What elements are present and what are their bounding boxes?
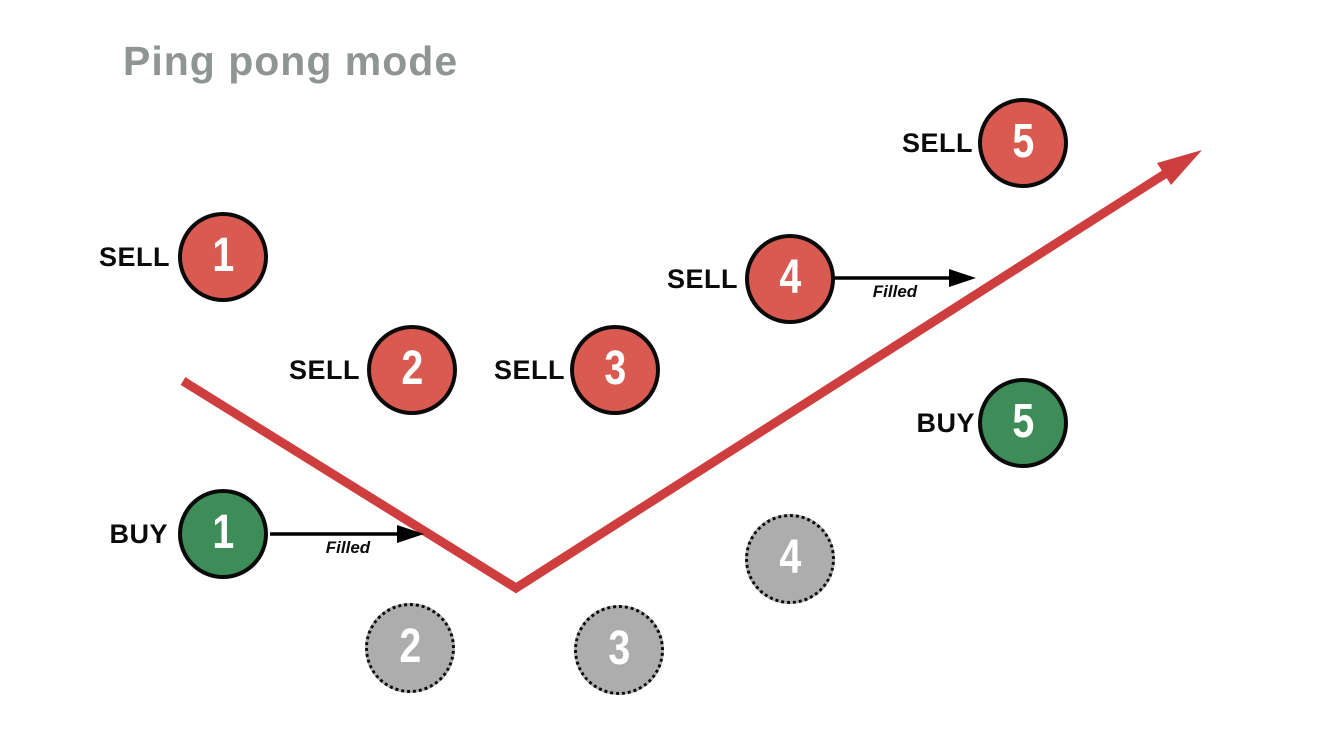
order-sell-5-number: 5 bbox=[1012, 114, 1034, 168]
order-sell-2-number: 2 bbox=[401, 341, 423, 395]
order-sell-3-label: SELL bbox=[493, 355, 565, 385]
price-trend-arrowhead-icon bbox=[1157, 150, 1202, 185]
order-sell-1-label: SELL bbox=[98, 242, 170, 272]
order-buy-5-circle: 5 bbox=[978, 378, 1068, 468]
order-sell-5-label: SELL bbox=[901, 128, 973, 158]
filled-arrow-sell-4-head-icon bbox=[949, 269, 976, 287]
order-sell-2-circle: 2 bbox=[367, 325, 457, 415]
price-trend-line bbox=[180, 168, 1171, 594]
order-buy-5-label: BUY bbox=[916, 408, 975, 438]
order-sell-4-number: 4 bbox=[779, 250, 801, 304]
filled-arrow-buy-1-head-icon bbox=[397, 525, 424, 543]
order-buy-1-number: 1 bbox=[212, 505, 234, 559]
order-sell-4-circle: 4 bbox=[745, 234, 835, 324]
order-sell-1-circle: 1 bbox=[178, 212, 268, 302]
order-consumed-3-circle: 3 bbox=[574, 605, 664, 695]
order-buy-1-circle: 1 bbox=[178, 489, 268, 579]
order-consumed-2-circle: 2 bbox=[365, 603, 455, 693]
diagram-title: Ping pong mode bbox=[123, 38, 459, 84]
order-sell-5-circle: 5 bbox=[978, 98, 1068, 188]
order-sell-3-number: 3 bbox=[604, 341, 626, 395]
order-sell-4-label: SELL bbox=[666, 264, 738, 294]
order-buy-1-label: BUY bbox=[109, 519, 168, 549]
order-buy-5-number: 5 bbox=[1012, 394, 1034, 448]
order-consumed-3-number: 3 bbox=[608, 621, 630, 675]
order-consumed-4-circle: 4 bbox=[745, 514, 835, 604]
filled-label-sell-4: Filled bbox=[872, 282, 918, 301]
order-consumed-2-number: 2 bbox=[399, 619, 421, 673]
order-sell-3-circle: 3 bbox=[570, 325, 660, 415]
order-sell-1-number: 1 bbox=[212, 228, 234, 282]
filled-label-buy-1: Filled bbox=[325, 538, 371, 557]
order-consumed-4-number: 4 bbox=[779, 530, 801, 584]
order-sell-2-label: SELL bbox=[288, 355, 360, 385]
